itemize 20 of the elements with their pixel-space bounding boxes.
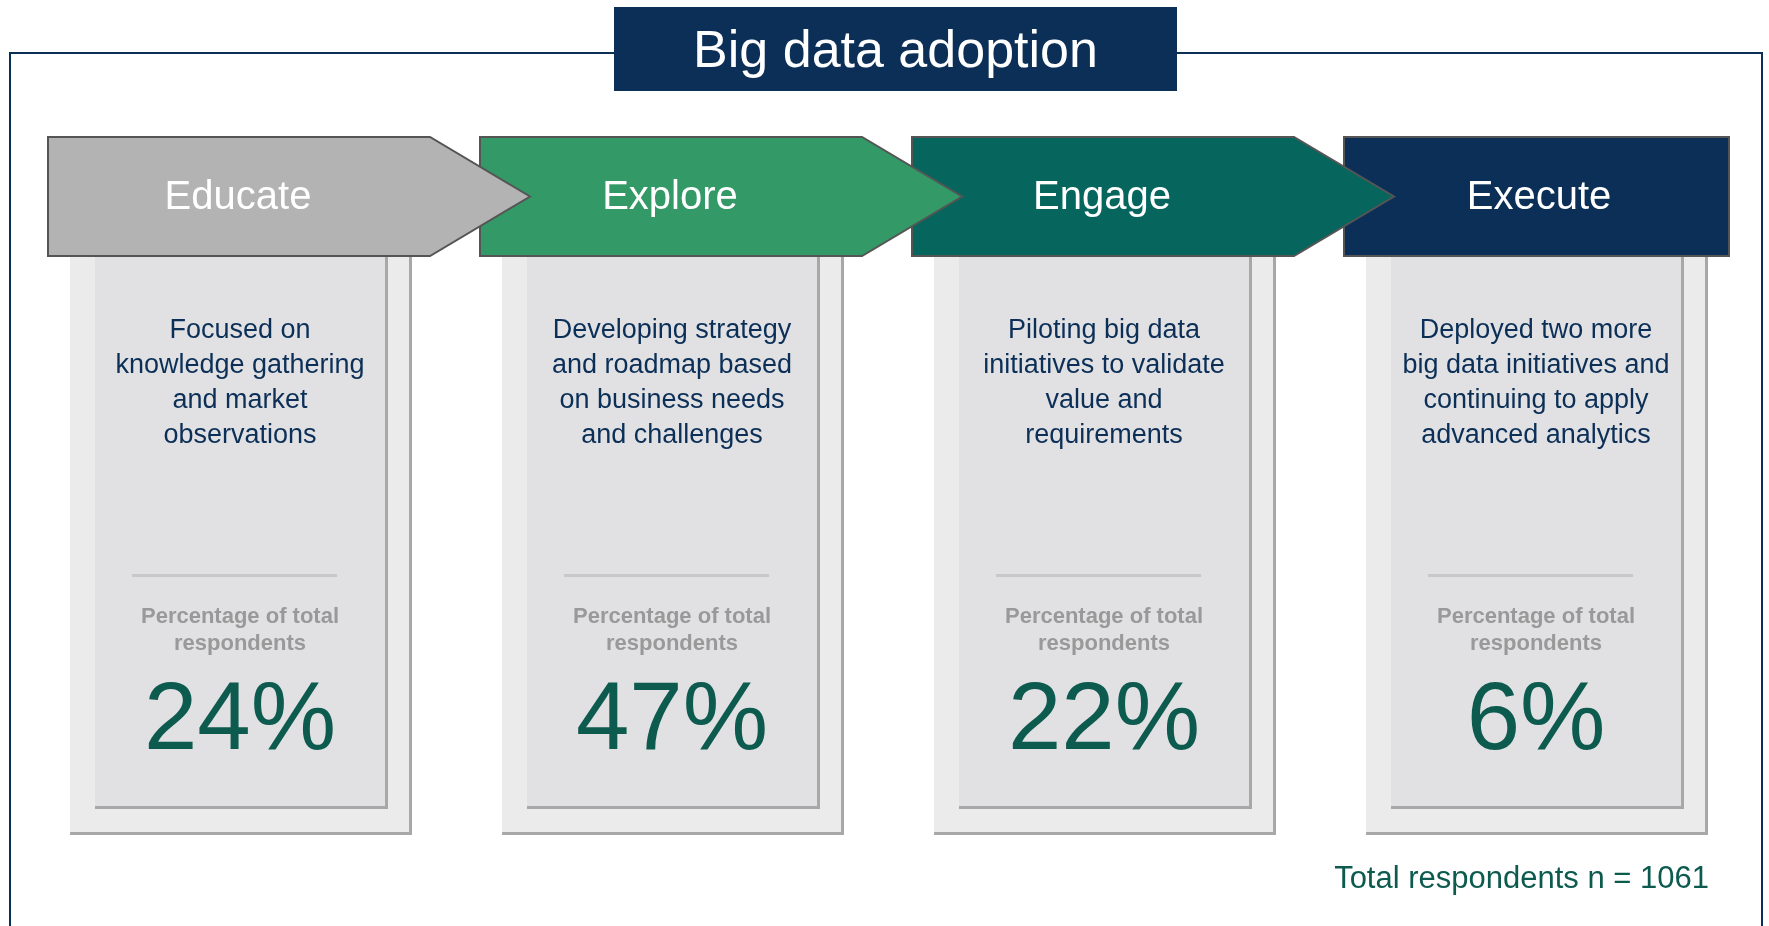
stage-card [70, 256, 412, 835]
footnote: Total respondents n = 1061 [1334, 860, 1709, 896]
percentage-value: 6% [1465, 661, 1607, 771]
title-banner: Big data adoption [614, 7, 1177, 91]
stage-description: Focused on knowledge gathering and market observations [114, 313, 366, 451]
stage-description: Deployed two more big data initiatives and continuing to apply advanced analytics [1401, 313, 1671, 451]
percentage-value: 24% [142, 661, 338, 771]
stage-description: Developing strategy and roadmap based on business needs and challenges [550, 313, 794, 451]
stage-card [934, 256, 1276, 835]
stage-card [502, 256, 844, 835]
stage-card [1366, 256, 1708, 835]
percentage-value: 22% [1006, 661, 1202, 771]
percentage-value: 47% [574, 661, 770, 771]
percentage-caption: Percentage of total respondents [1003, 602, 1204, 656]
percentage-caption: Percentage of total respondents [571, 602, 772, 656]
percentage-caption: Percentage of total respondents [139, 602, 340, 656]
percentage-caption: Percentage of total respondents [1435, 602, 1636, 656]
stage-title: Educate [163, 172, 313, 219]
stage-title: Execute [1465, 172, 1613, 219]
stage-description: Piloting big data initiatives to validate value and requirements [982, 313, 1226, 451]
